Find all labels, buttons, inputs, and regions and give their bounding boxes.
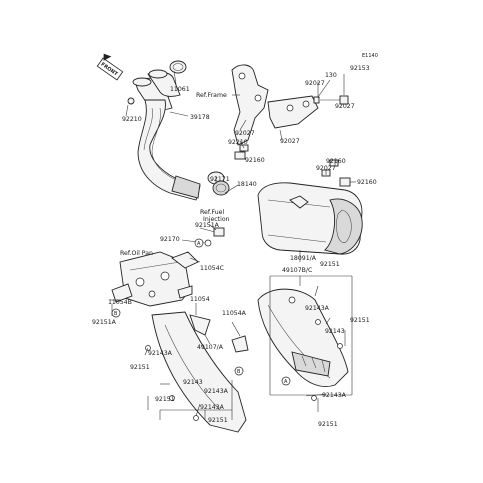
part-label: 92151A xyxy=(92,319,117,326)
part-label: 11054 xyxy=(190,296,210,303)
heat-cover-right xyxy=(257,288,349,401)
part-label: 92143 xyxy=(325,328,345,335)
part-label: 18140 xyxy=(237,181,257,188)
part-label: 130 xyxy=(325,72,337,79)
part-label: 92027 xyxy=(335,103,355,110)
part-label: 11054A xyxy=(222,310,247,317)
part-label: 92171 xyxy=(210,176,230,183)
part-label: 92027 xyxy=(316,165,336,172)
bolt-92153 xyxy=(339,95,349,105)
part-number-labels: 11061 39178 92210 92153 130 92027 92027 … xyxy=(92,65,377,428)
part-label: 92151A xyxy=(195,222,220,229)
ref-frame-label: Ref.Frame xyxy=(196,92,227,99)
exhaust-header-pipes xyxy=(132,69,201,201)
callout-letter: B xyxy=(237,369,241,375)
callout-b-bottom: B xyxy=(234,366,244,376)
gasket-18140 xyxy=(212,180,230,196)
ref-injection-label: Injection xyxy=(203,216,230,223)
part-label: 92143A xyxy=(305,305,330,312)
part-label: 11054C xyxy=(200,265,224,272)
part-label: 92160 xyxy=(245,157,265,164)
oil-pan-bracket xyxy=(111,251,199,307)
part-label: 39178 xyxy=(190,114,210,121)
ref-oil-pan-label: Ref.Oil Pan xyxy=(120,250,153,257)
part-label: 11061 xyxy=(170,86,190,93)
muffler-18091 xyxy=(257,182,363,255)
part-label: 92143A xyxy=(148,350,173,357)
part-label: 92160 xyxy=(357,179,377,186)
part-label: 92160 xyxy=(326,158,346,165)
part-label: 92151 xyxy=(208,417,228,424)
part-label: 18091/A xyxy=(290,255,317,262)
callout-a-top: A xyxy=(194,238,204,248)
front-arrow: FRONT xyxy=(96,53,124,81)
part-label: 92143A xyxy=(200,404,225,411)
part-label: 92027 xyxy=(280,138,300,145)
callout-b-top: B xyxy=(111,308,121,318)
part-label: 11054B xyxy=(108,299,132,306)
part-label: 92143A xyxy=(322,392,347,399)
gasket-ring xyxy=(169,60,187,74)
part-label: 49107B/C xyxy=(282,267,312,274)
part-label: 92153 xyxy=(350,65,370,72)
callout-letter: A xyxy=(197,241,201,247)
part-label: 92210 xyxy=(228,139,248,146)
part-label: 92151 xyxy=(318,421,338,428)
part-label: 92151 xyxy=(155,396,175,403)
part-label: 92151 xyxy=(350,317,370,324)
part-label: 92027 xyxy=(305,80,325,87)
nut-92210 xyxy=(127,97,135,105)
callout-letter: B xyxy=(114,311,118,317)
part-label: 92151 xyxy=(320,261,340,268)
part-label: 92143A xyxy=(204,388,229,395)
diagram-code: E1140 xyxy=(362,53,378,59)
part-label: 49107/A xyxy=(197,344,224,351)
injection-fitting xyxy=(199,227,225,247)
part-label: 92170 xyxy=(160,236,180,243)
callout-a-bottom: A xyxy=(281,376,291,386)
part-label: 92143 xyxy=(183,379,203,386)
part-label: 92210 xyxy=(122,116,142,123)
part-label: 92027 xyxy=(235,130,255,137)
frame-bracket xyxy=(231,64,319,146)
leader-lines xyxy=(110,70,356,420)
part-label: 92151 xyxy=(130,364,150,371)
callout-letter: A xyxy=(284,379,288,385)
heat-cover-left xyxy=(145,311,249,433)
ref-fuel-label: Ref.Fuel xyxy=(200,209,224,216)
